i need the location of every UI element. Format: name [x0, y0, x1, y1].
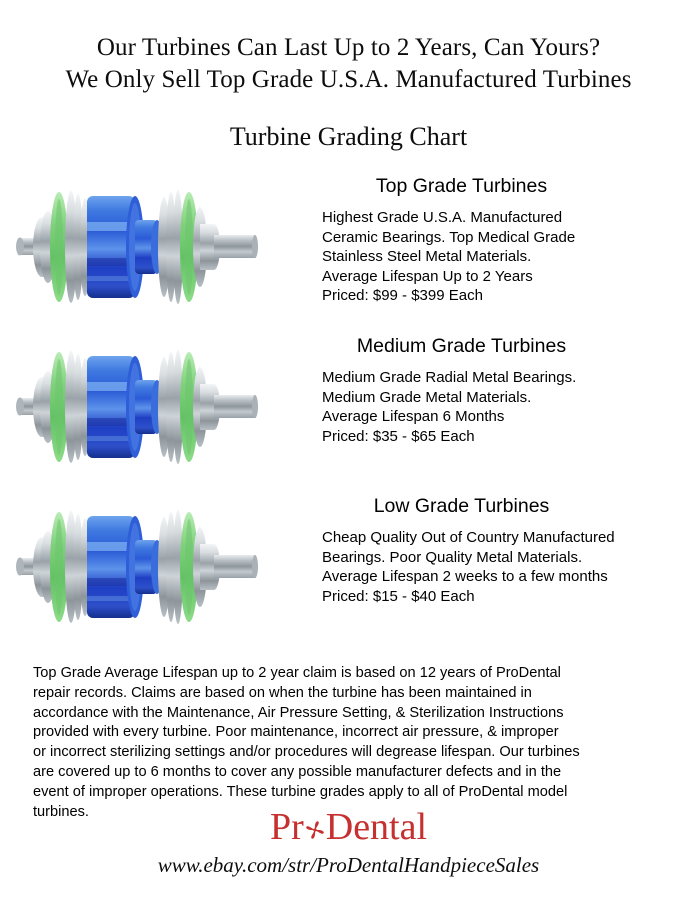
turbine-image-cell	[0, 170, 310, 330]
grade-desc-line: Average Lifespan 6 Months	[322, 408, 505, 425]
turbine-image-cell	[0, 330, 310, 490]
grade-description: Cheap Quality Out of Country Manufacture…	[310, 528, 697, 606]
disclaimer-line: event of improper operations. These turb…	[33, 783, 568, 800]
disclaimer-line: are covered up to 6 months to cover any …	[33, 763, 562, 780]
disclaimer-line: provided with every turbine. Poor mainte…	[33, 724, 559, 741]
grade-desc-line: Stainless Steel Metal Materials.	[322, 248, 532, 265]
grade-desc-line: Medium Grade Metal Materials.	[322, 388, 532, 406]
disclaimer-line: Top Grade Average Lifespan up to 2 year …	[33, 665, 561, 681]
grade-desc-line: Priced: $99 - $399 Each	[322, 287, 483, 304]
grade-title: Low Grade Turbines	[373, 495, 550, 517]
grade-desc-line: Highest Grade U.S.A. Manufactured	[322, 209, 563, 226]
brand-logo: Pr Dental	[0, 806, 697, 851]
grade-row: Top Grade Turbines Highest Grade U.S.A. …	[0, 170, 697, 330]
brand-logo-suffix: Dental	[325, 806, 428, 848]
grade-text-cell: Low Grade Turbines Cheap Quality Out of …	[310, 490, 697, 606]
headline-line-1: Our Turbines Can Last Up to 2 Years, Can…	[96, 34, 601, 61]
grade-desc-line: Average Lifespan Up to 2 Years	[322, 267, 533, 285]
grade-title: Medium Grade Turbines	[356, 335, 567, 357]
brand-logo-prefix: Pr	[269, 806, 304, 848]
grade-text-cell: Top Grade Turbines Highest Grade U.S.A. …	[310, 170, 697, 306]
disclaimer-line: repair records. Claims are based on when…	[33, 684, 532, 701]
grade-desc-line: Priced: $35 - $65 Each	[322, 427, 475, 445]
grade-desc-line: Medium Grade Radial Metal Bearings.	[322, 369, 577, 386]
page-subtitle: Turbine Grading Chart	[229, 122, 468, 151]
disclaimer-line: turbines.	[33, 803, 89, 820]
grade-desc-line: Bearings. Poor Quality Metal Materials.	[322, 548, 583, 566]
disclaimer-line: accordance with the Maintenance, Air Pre…	[33, 704, 564, 721]
page-headline: Our Turbines Can Last Up to 2 Years, Can…	[0, 0, 697, 96]
grade-desc-line: Cheap Quality Out of Country Manufacture…	[322, 529, 615, 546]
grade-desc-line: Priced: $15 - $40 Each	[322, 587, 475, 605]
turbine-image-cell	[0, 490, 310, 650]
turbine-rotor-image	[12, 496, 260, 638]
turbine-rotor-image	[12, 176, 260, 318]
grade-desc-line: Ceramic Bearings. Top Medical Grade	[322, 228, 576, 246]
grade-description: Medium Grade Radial Metal Bearings. Medi…	[310, 368, 697, 446]
brand-logo-text: Pr Dental	[270, 806, 427, 851]
grade-row: Low Grade Turbines Cheap Quality Out of …	[0, 490, 697, 650]
grade-description: Highest Grade U.S.A. Manufactured Cerami…	[310, 208, 697, 306]
store-url[interactable]: www.ebay.com/str/ProDentalHandpieceSales	[157, 853, 540, 877]
grade-row: Medium Grade Turbines Medium Grade Radia…	[0, 330, 697, 490]
turbine-rotor-image	[12, 336, 260, 478]
grade-desc-line: Average Lifespan 2 weeks to a few months	[322, 568, 608, 585]
grade-text-cell: Medium Grade Turbines Medium Grade Radia…	[310, 330, 697, 446]
headline-line-2: We Only Sell Top Grade U.S.A. Manufactur…	[65, 66, 632, 93]
turbine-pinwheel-icon	[303, 809, 327, 851]
disclaimer-line: or incorrect sterilizing settings and/or…	[33, 744, 580, 761]
grade-list: Top Grade Turbines Highest Grade U.S.A. …	[0, 170, 697, 650]
grade-title: Top Grade Turbines	[375, 175, 548, 197]
disclaimer-paragraph: Top Grade Average Lifespan up to 2 year …	[33, 664, 671, 822]
